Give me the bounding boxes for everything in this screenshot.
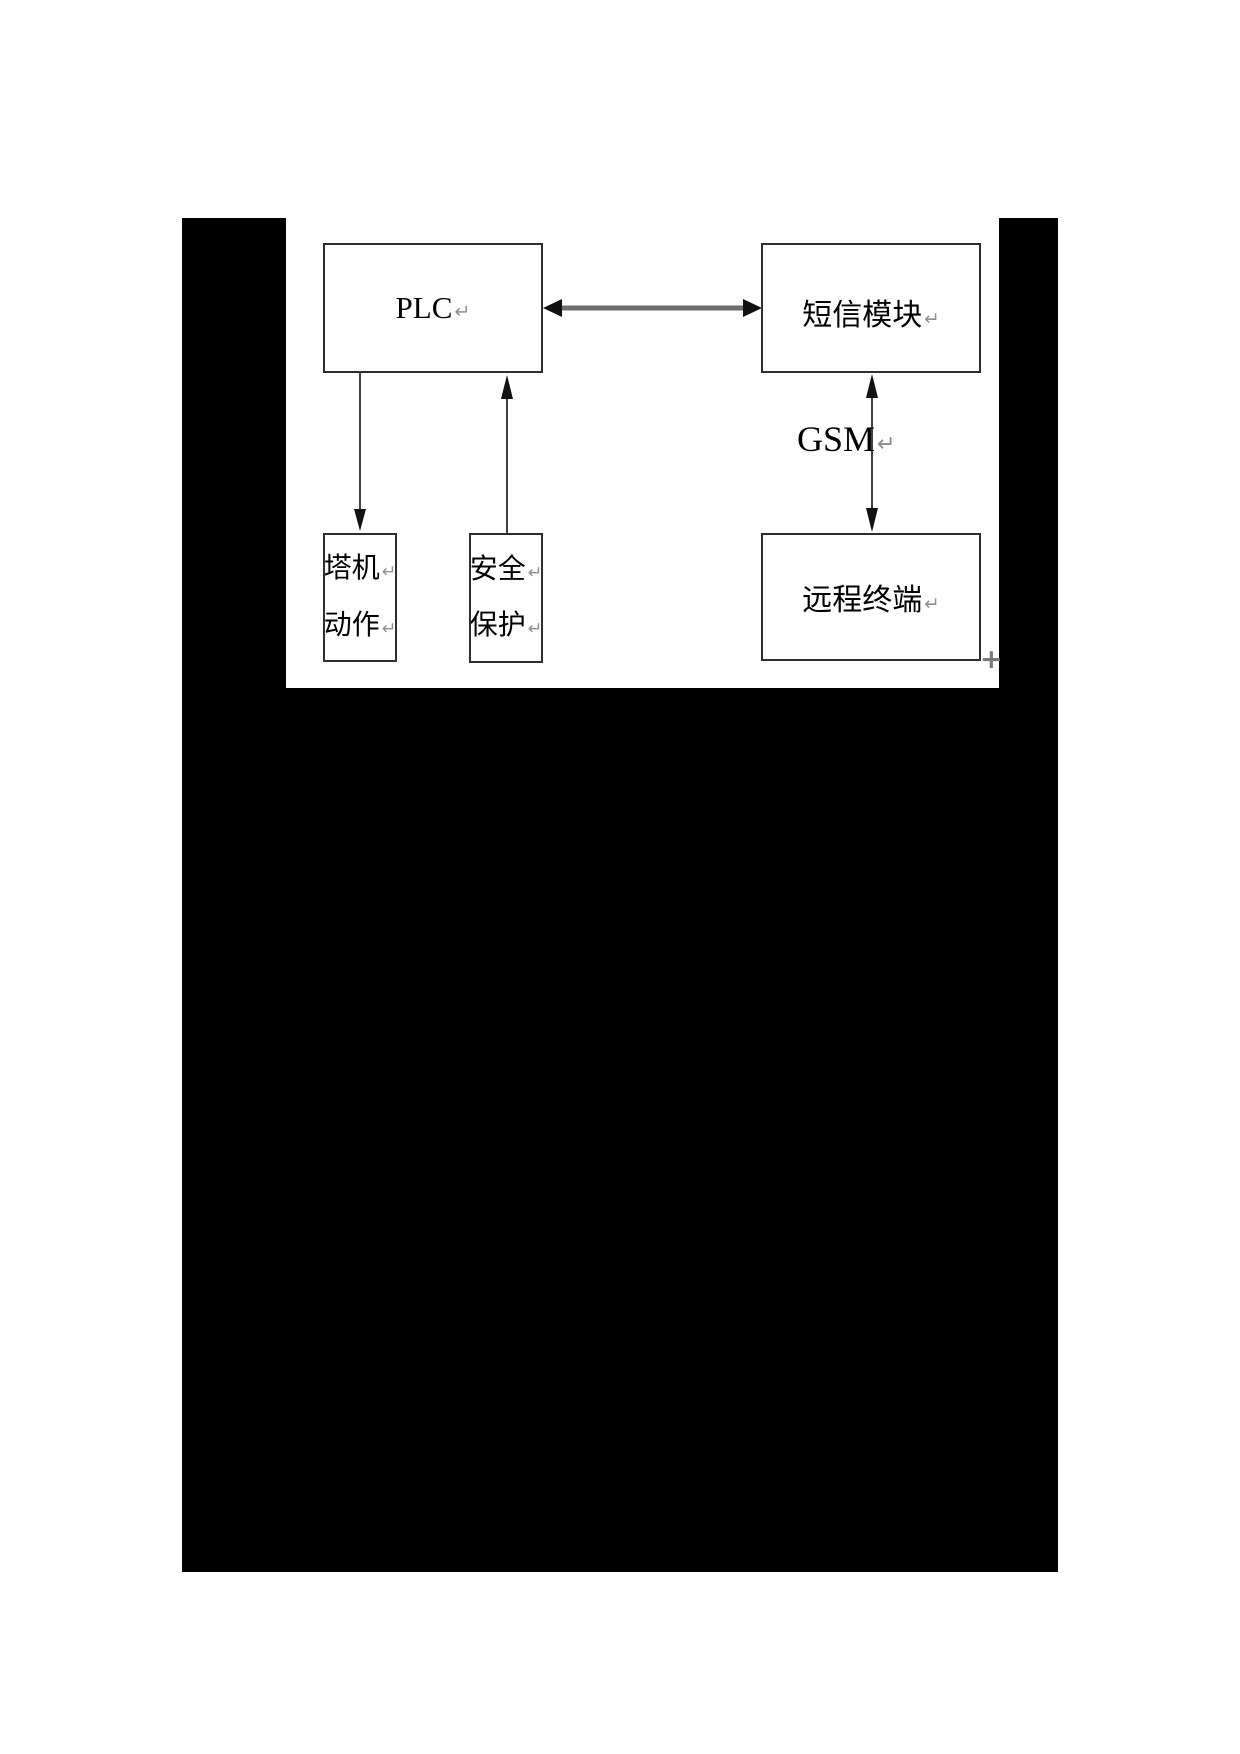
return-mark-icon: ↵ <box>924 593 940 615</box>
connector-arrows <box>354 299 878 533</box>
arrow-plc-to-tower-action <box>354 373 366 531</box>
node-remote-terminal: 远程终端↵ <box>761 533 981 661</box>
node-sms-module: 短信模块↵ <box>761 243 981 373</box>
gsm-link-label-text: GSM <box>797 419 876 459</box>
node-tower-action-line2: 动作 <box>323 609 380 641</box>
node-safety-protection-line1: 安全 <box>469 553 526 585</box>
node-plc-label: PLC <box>395 290 453 326</box>
return-mark-icon: ↵ <box>527 619 543 639</box>
return-mark-icon: ↵ <box>381 618 397 639</box>
node-safety-protection-line2: 保护 <box>469 610 526 641</box>
node-tower-action: 塔机↵ 动作↵ <box>323 533 397 662</box>
anchor-plus-icon: + <box>980 644 1003 675</box>
return-mark-icon: ↵ <box>454 300 471 324</box>
node-sms-module-label: 短信模块 <box>802 298 923 332</box>
node-remote-terminal-label: 远程终端 <box>802 583 923 617</box>
gsm-link-label: GSM↵ <box>797 421 896 457</box>
node-plc: PLC↵ <box>323 243 543 373</box>
arrow-safety-to-plc <box>501 375 513 533</box>
return-mark-icon: ↵ <box>381 562 397 583</box>
return-mark-icon: ↵ <box>877 431 896 457</box>
node-tower-action-line1: 塔机 <box>323 553 380 585</box>
node-safety-protection: 安全↵ 保护↵ <box>469 533 543 663</box>
arrow-gsm-link <box>866 374 878 532</box>
diagram-canvas: PLC↵ 短信模块↵ 塔机↵ 动作↵ 安全↵ 保护↵ 远程终端↵ GSM↵ + <box>286 218 1003 688</box>
return-mark-icon: ↵ <box>527 562 543 583</box>
arrow-plc-sms-bus <box>543 299 762 317</box>
return-mark-icon: ↵ <box>924 308 940 330</box>
